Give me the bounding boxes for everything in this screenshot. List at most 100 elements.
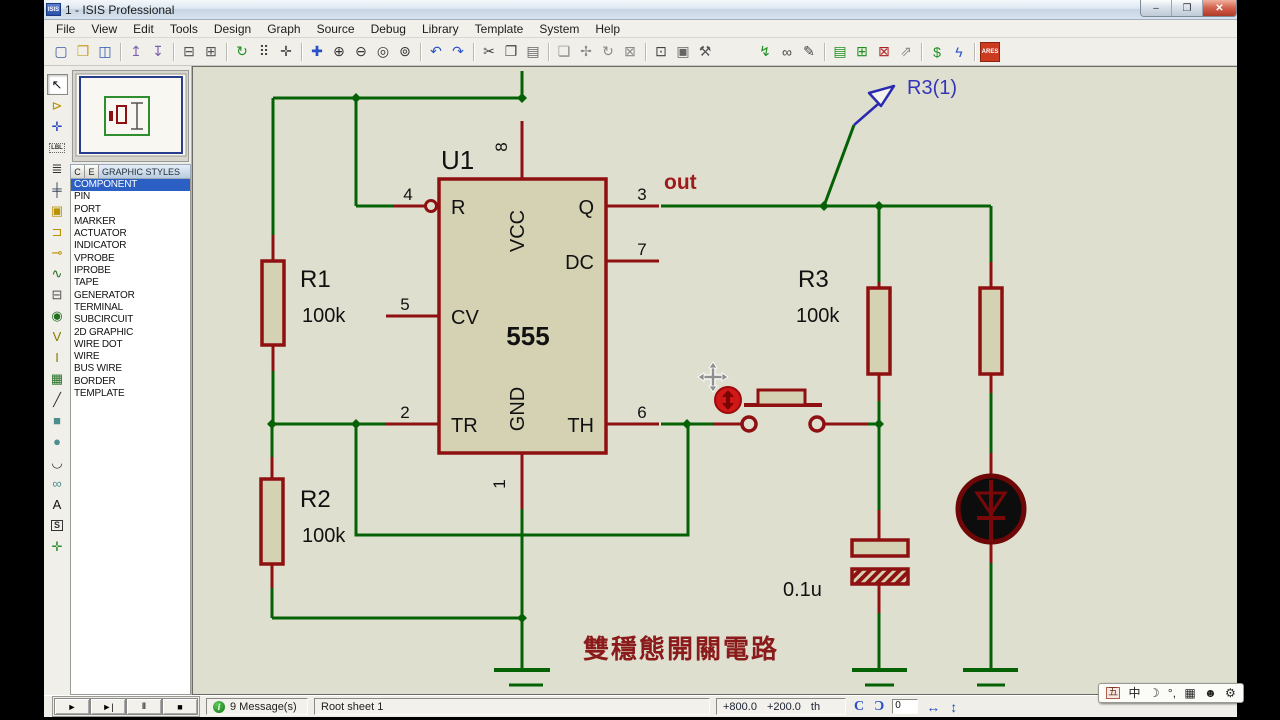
- capacitor-c1[interactable]: [850, 538, 910, 586]
- text-script-mode-button[interactable]: ≣: [47, 158, 68, 179]
- paste-icon[interactable]: ▤: [523, 41, 543, 62]
- packaging-tool-icon[interactable]: ⚒: [695, 41, 715, 62]
- goto-parent-sheet-icon[interactable]: ⇗: [896, 41, 916, 62]
- selector-item-border[interactable]: BORDER: [74, 375, 116, 387]
- ground-symbols[interactable]: [494, 668, 1018, 687]
- import-section-icon[interactable]: ↥: [126, 41, 146, 62]
- current-probe-mode-button[interactable]: I: [47, 347, 68, 368]
- ime-fullhalf-shape-icon[interactable]: ☽: [1148, 686, 1160, 700]
- wire-autorouter-icon[interactable]: ↯: [755, 41, 775, 62]
- block-rotate-icon[interactable]: ↻: [598, 41, 618, 62]
- 2d-symbol-mode-button[interactable]: S: [47, 515, 68, 536]
- property-assignment-icon[interactable]: ✎: [799, 41, 819, 62]
- block-copy-icon[interactable]: ❏: [554, 41, 574, 62]
- marker-mode-button[interactable]: ✛: [47, 536, 68, 557]
- selector-item-indicator[interactable]: INDICATOR: [74, 240, 127, 252]
- selector-item-tape[interactable]: TAPE: [74, 277, 99, 289]
- pause-button[interactable]: Ⅱ: [126, 698, 162, 715]
- menu-system[interactable]: System: [539, 21, 580, 36]
- bus-mode-button[interactable]: ╪: [47, 179, 68, 200]
- zoom-all-icon[interactable]: ⊚: [395, 41, 415, 62]
- r1-refdes[interactable]: R1: [300, 266, 331, 293]
- resistor-r4[interactable]: [978, 286, 1004, 376]
- ime-user-icon[interactable]: ☻: [1204, 686, 1217, 700]
- cut-icon[interactable]: ✂: [479, 41, 499, 62]
- undo-icon[interactable]: ↶: [426, 41, 446, 62]
- junction-dot-mode-button[interactable]: ✛: [47, 116, 68, 137]
- circuit-caption[interactable]: 雙穩態開關電路: [583, 634, 779, 664]
- bill-of-materials-icon[interactable]: $: [927, 41, 947, 62]
- 2d-circle-mode-button[interactable]: ●: [47, 431, 68, 452]
- false-origin-icon[interactable]: ✛: [276, 41, 296, 62]
- rotate-ccw-icon[interactable]: Ɔ: [874, 698, 885, 714]
- u1-refdes[interactable]: U1: [441, 145, 474, 175]
- redo-icon[interactable]: ↷: [448, 41, 468, 62]
- selector-item-2d-graphic[interactable]: 2D GRAPHIC: [74, 326, 134, 338]
- menu-source[interactable]: Source: [316, 21, 355, 36]
- ime-soft-keyboard-icon[interactable]: ▦: [1184, 686, 1196, 700]
- virtual-instruments-mode-button[interactable]: ▦: [47, 368, 68, 389]
- u1-555-timer[interactable]: [424, 177, 608, 455]
- pick-device-icon[interactable]: ⊡: [651, 41, 671, 62]
- export-section-icon[interactable]: ↧: [148, 41, 168, 62]
- design-explorer-icon[interactable]: ▤: [830, 41, 850, 62]
- 2d-line-mode-button[interactable]: ╱: [47, 389, 68, 410]
- ime-settings-icon[interactable]: ⚙: [1225, 686, 1236, 700]
- menu-help[interactable]: Help: [595, 21, 621, 36]
- resistor-r2[interactable]: [259, 477, 285, 566]
- selector-item-port[interactable]: PORT: [74, 203, 101, 215]
- selector-item-iprobe[interactable]: IPROBE: [74, 265, 111, 277]
- minimize-button[interactable]: –: [1141, 0, 1172, 16]
- play-button[interactable]: ►: [54, 698, 90, 715]
- mirror-vertical-icon[interactable]: ↕: [950, 698, 958, 715]
- selector-item-wire[interactable]: WIRE: [74, 351, 100, 363]
- selector-create-button[interactable]: C: [71, 165, 85, 178]
- menu-design[interactable]: Design: [213, 21, 252, 36]
- new-file-icon[interactable]: ▢: [51, 41, 71, 62]
- terminal-mode-button[interactable]: ⊐: [47, 221, 68, 242]
- menu-edit[interactable]: Edit: [133, 21, 154, 36]
- c1-value[interactable]: 0.1u: [783, 579, 822, 601]
- push-button[interactable]: [740, 388, 826, 433]
- new-sheet-icon[interactable]: ⊞: [852, 41, 872, 62]
- step-button[interactable]: ►|: [90, 698, 126, 715]
- restore-button[interactable]: ❐: [1172, 0, 1203, 16]
- stop-button[interactable]: ■: [162, 698, 198, 715]
- overview-window[interactable]: [72, 70, 189, 162]
- r2-value[interactable]: 100k: [302, 525, 346, 547]
- menu-file[interactable]: File: [56, 21, 76, 36]
- menu-tools[interactable]: Tools: [169, 21, 198, 36]
- netlist-to-ares-icon[interactable]: ARES: [980, 41, 1000, 62]
- zoom-out-icon[interactable]: ⊖: [351, 41, 371, 62]
- r1-value[interactable]: 100k: [302, 305, 346, 327]
- electrical-rule-check-icon[interactable]: ϟ: [949, 41, 969, 62]
- graph-mode-button[interactable]: ∿: [47, 263, 68, 284]
- search-and-tag-icon[interactable]: ∞: [777, 41, 797, 62]
- print-icon[interactable]: ⊟: [179, 41, 199, 62]
- message-panel[interactable]: i 9 Message(s): [206, 698, 308, 715]
- block-move-icon[interactable]: ✢: [576, 41, 596, 62]
- component-mode-button[interactable]: ⊳: [47, 95, 68, 116]
- wire-label-mode-button[interactable]: LBL: [47, 137, 68, 158]
- copy-icon[interactable]: ❐: [501, 41, 521, 62]
- menu-graph[interactable]: Graph: [267, 21, 301, 36]
- mark-print-area-icon[interactable]: ⊞: [201, 41, 221, 62]
- selector-item-terminal[interactable]: TERMINAL: [74, 301, 123, 313]
- selector-item-vprobe[interactable]: VPROBE: [74, 252, 115, 264]
- open-folder-icon[interactable]: ❒: [73, 41, 93, 62]
- menu-debug[interactable]: Debug: [370, 21, 406, 36]
- resistor-r1[interactable]: [260, 259, 286, 347]
- r2-refdes[interactable]: R2: [300, 486, 331, 513]
- save-icon[interactable]: ◫: [95, 41, 115, 62]
- selector-edit-button[interactable]: E: [85, 165, 99, 178]
- selector-item-marker[interactable]: MARKER: [74, 215, 116, 227]
- zoom-area-icon[interactable]: ◎: [373, 41, 393, 62]
- menu-library[interactable]: Library: [421, 21, 459, 36]
- schematic-canvas[interactable]: U1 555 R CV TR Q DC TH VCC GND 4 5 2 3 7…: [192, 66, 1237, 695]
- tape-recorder-mode-button[interactable]: ⊟: [47, 284, 68, 305]
- voltage-probe-mode-button[interactable]: V: [47, 326, 68, 347]
- 2d-path-mode-button[interactable]: ∞: [47, 473, 68, 494]
- 2d-box-mode-button[interactable]: ■: [47, 410, 68, 431]
- ime-language-mode-icon[interactable]: 中: [1128, 686, 1141, 700]
- mirror-horizontal-icon[interactable]: ↔: [926, 698, 941, 715]
